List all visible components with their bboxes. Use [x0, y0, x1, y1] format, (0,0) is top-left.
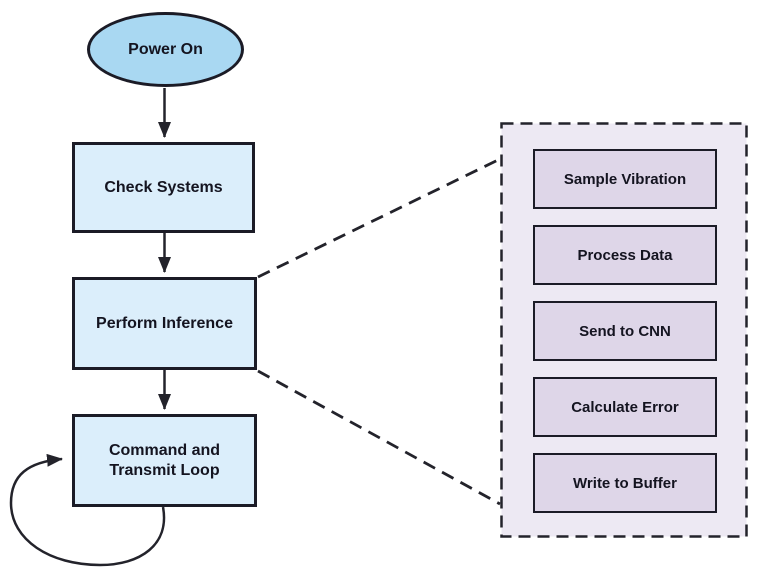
node-command-transmit-loop: Command and Transmit Loop — [72, 414, 257, 507]
node-command-transmit-loop-label: Command and Transmit Loop — [108, 441, 221, 479]
panel-item-process-data-label: Process Data — [577, 246, 673, 264]
node-perform-inference-label: Perform Inference — [96, 314, 233, 332]
panel-item-send-to-cnn: Send to CNN — [533, 301, 717, 361]
node-check-systems-label: Check Systems — [104, 178, 223, 196]
node-power-on-label: Power On — [128, 40, 203, 58]
panel-item-sample-vibration-label: Sample Vibration — [563, 170, 687, 188]
panel-item-calculate-error: Calculate Error — [533, 377, 717, 437]
panel-item-write-to-buffer-label: Write to Buffer — [573, 474, 677, 492]
node-check-systems: Check Systems — [72, 142, 255, 233]
panel-item-sample-vibration: Sample Vibration — [533, 149, 717, 209]
panel-item-send-to-cnn-label: Send to CNN — [579, 322, 671, 340]
panel-item-calculate-error-label: Calculate Error — [571, 398, 679, 416]
panel-item-write-to-buffer: Write to Buffer — [533, 453, 717, 513]
node-power-on: Power On — [87, 12, 244, 87]
panel-item-process-data: Process Data — [533, 225, 717, 285]
loop-arrow-command — [9, 453, 166, 567]
node-perform-inference: Perform Inference — [72, 277, 257, 370]
connector-bottom-dashed — [257, 369, 501, 506]
connector-top-dashed — [257, 157, 501, 279]
